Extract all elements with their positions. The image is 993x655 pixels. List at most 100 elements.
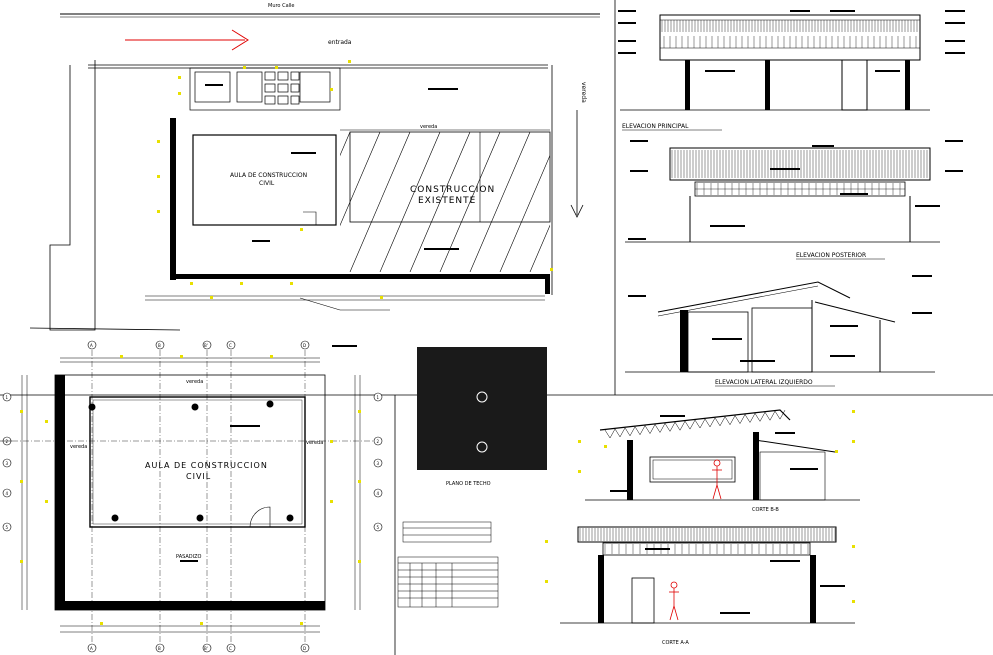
hatch-line [659,423,666,433]
hatch-line [674,422,681,431]
axis-bottom-b2: B' [204,646,208,651]
axis-bottom-b: B [158,646,161,651]
hatch-line [629,426,636,436]
restroom-block [189,67,341,111]
hatch-line [754,413,761,422]
hatch-line [624,427,631,436]
site-plan: Muro Calle entrada [29,3,600,331]
street-label: Muro Calle [268,3,295,9]
hatch-line [664,423,671,432]
section-a [560,526,855,624]
section-b-title: CORTE B-B [752,507,779,513]
hatch-line [614,428,621,438]
yellow-marks-floor [20,355,361,625]
hatch-line [684,420,691,430]
floor-plan-title-2: CIVIL [186,472,211,481]
axis-left-5: 5 [6,525,9,530]
hatch-line [619,427,626,438]
main-elevation: ELEVACION PRINCIPAL [620,14,930,131]
walkway-label-top: vereda [420,124,437,130]
hatch-line [774,410,781,420]
axis-top-b2: B' [204,343,208,348]
corridor-label: PASADIZO [176,554,202,560]
axis-bottom-a: A [90,646,93,651]
axis-right-1: 1 [377,395,380,400]
yellow-marks-site [157,60,553,299]
human-figure-b [712,459,722,500]
floor-plan-title-1: AULA DE CONSTRUCCION [145,461,268,470]
classroom-walls [170,118,550,294]
entrance-label: entrada [328,39,352,46]
walkway-right-label: vereda [306,440,323,446]
hatch-line [639,425,646,435]
hatch-line [769,411,776,421]
classroom-label-1: AULA DE CONSTRUCCION [230,172,307,179]
annotation-bars [180,10,965,614]
hatch-line [739,414,746,424]
hatch-line [604,429,611,439]
axis-top-b: B [158,343,161,348]
axis-left-3: 3 [6,461,9,466]
classroom-label-2: CIVIL [259,180,275,187]
axis-top-c: C [229,343,232,348]
walkway-left-label: vereda [70,444,87,450]
hatch-line [694,419,701,429]
hatch-line [744,414,751,423]
hatch-line [679,421,686,431]
hatch-line [714,417,721,426]
site-bottom-dims [145,295,545,311]
side-arrow [570,110,584,218]
existing-label-1: CONSTRUCCION [410,185,495,195]
rear-elevation: ELEVACION POSTERIOR [625,147,940,260]
hatch-line [759,412,766,422]
walkway-top-label: vereda [186,379,203,385]
section-b [585,409,860,501]
axis-right-4: 4 [377,491,380,496]
roof-plan: PLANO DE TECHO [417,347,547,487]
axis-right-5: 5 [377,525,380,530]
existing-construction: CONSTRUCCION EXISTENTE [340,131,551,272]
axis-bottom-c: C [229,646,232,651]
axis-right-2: 2 [377,439,380,444]
hatch-line [734,415,741,424]
human-figure-a [669,581,679,621]
hatch-line [764,412,771,421]
axis-bubbles-top [87,340,310,653]
existing-label-2: EXISTENTE [418,196,476,206]
axis-right-3: 3 [377,461,380,466]
wall-bottom [55,601,325,610]
hatch-line [649,424,656,434]
hatch-line [724,416,731,425]
axis-left-1: 1 [6,395,9,400]
hatch-line [644,425,651,434]
hatch-line [609,428,616,439]
hatch-line [699,418,706,429]
floor-plan: A B B' C D A B B' C D 1 2 3 4 5 1 2 3 4 [0,340,383,653]
wall-left [55,375,65,610]
hatch-line [709,417,716,428]
hatch-line [704,418,711,428]
roof-plan-slab [417,347,547,470]
hatch-line [669,422,676,432]
hatch-line [729,415,736,425]
hatch-line [719,416,726,426]
schedule-tables [397,521,499,608]
rear-elevation-title: ELEVACION POSTERIOR [796,252,866,259]
entrance-arrow [125,29,249,51]
axis-top-d: D [303,343,306,348]
hatch-line [654,424,661,433]
yellow-marks-elev [545,410,855,603]
section-a-title: CORTE A-A [662,640,689,646]
hatch-line [634,426,641,435]
axis-bottom-d: D [303,646,306,651]
hatch-line [689,419,696,430]
walkway-label-side: vereda [580,82,587,103]
hatch-line [779,409,786,420]
hatch-line [749,413,756,423]
left-side-elevation-title: ELEVACION LATERAL IZQUIERDO [715,379,813,386]
roof-plan-title: PLANO DE TECHO [446,481,491,487]
left-side-elevation [625,281,935,373]
axis-left-4: 4 [6,491,9,496]
main-elevation-title: ELEVACION PRINCIPAL [622,123,689,130]
